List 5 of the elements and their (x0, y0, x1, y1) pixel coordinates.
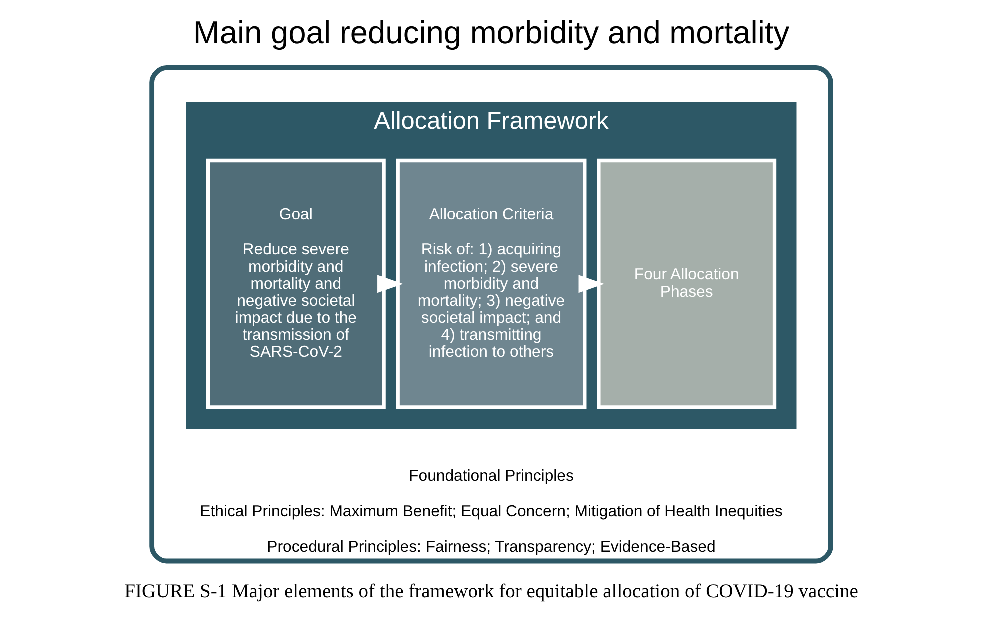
arrow (578, 275, 604, 294)
arrow (377, 275, 403, 294)
diagram-title: Main goal reducing morbidity and mortality (192, 14, 790, 50)
caption: FIGURE S-1 Major elements of the framework for equitable allocation of COVID-19 vaccine (124, 582, 858, 603)
node-box: Four Allocation Phases (596, 158, 776, 410)
